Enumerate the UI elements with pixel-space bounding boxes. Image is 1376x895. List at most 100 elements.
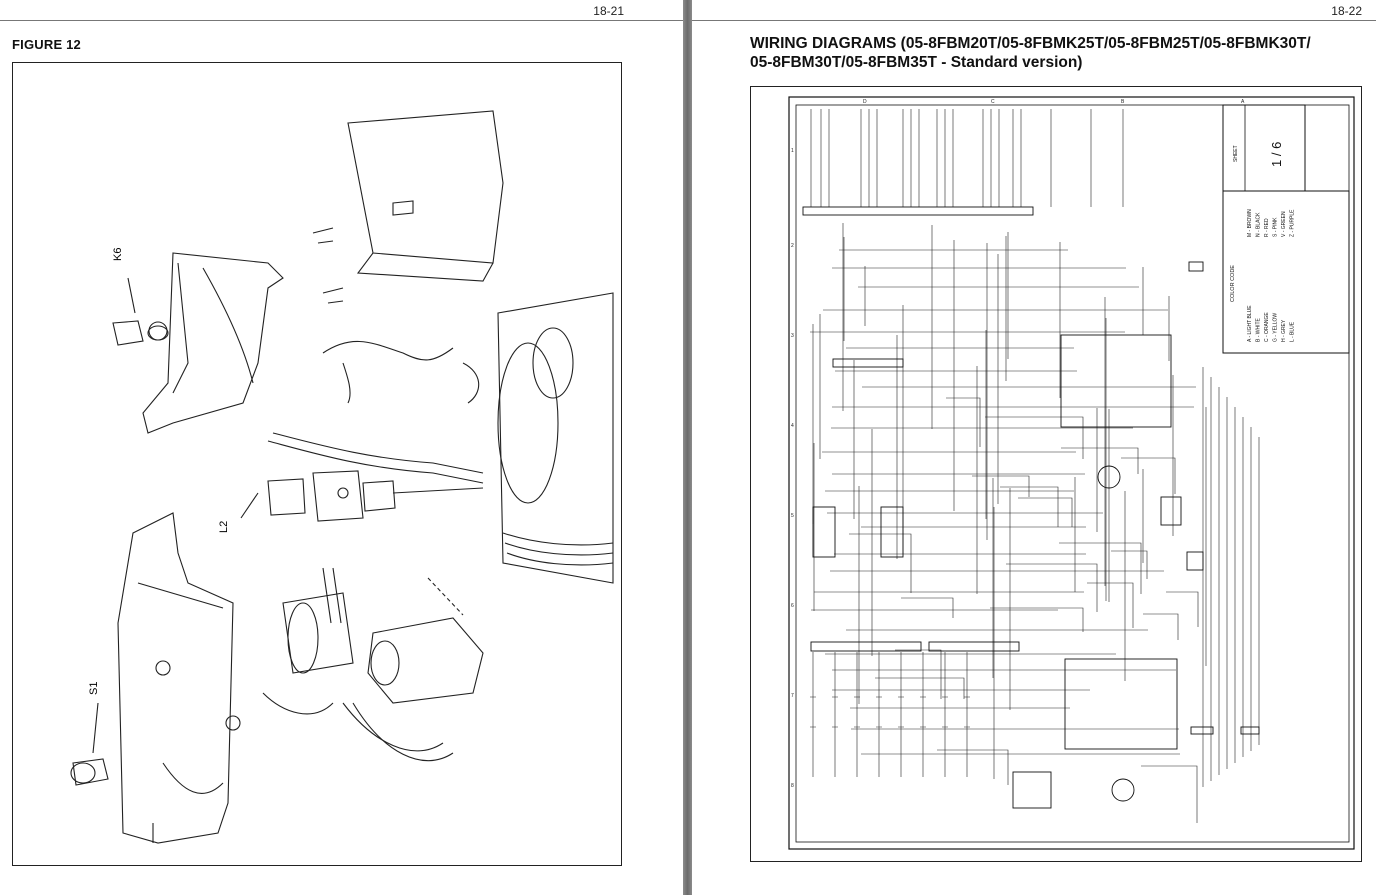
color-code-item: S - PINK (1273, 217, 1279, 237)
wire (849, 533, 912, 593)
right-page: 18-22 WIRING DIAGRAMS (05-8FBM20T/05-8FB… (692, 0, 1376, 895)
page-number-right: 18-22 (1331, 4, 1362, 18)
wire (1121, 457, 1176, 494)
l2-solenoid-valve (267, 478, 306, 516)
color-code-box (1222, 190, 1350, 354)
color-code-item: Z - PURPLE (1290, 209, 1296, 237)
wire (854, 696, 860, 728)
wire (1006, 563, 1098, 612)
page-number-left: 18-21 (593, 4, 624, 18)
wire (901, 597, 954, 618)
color-code-item: C - ORANGE (1264, 312, 1270, 342)
wire (920, 696, 926, 728)
wire (1087, 582, 1134, 628)
connector-right-1 (1188, 261, 1204, 272)
wire (1000, 486, 1059, 527)
connector-mid-center (928, 641, 1020, 652)
figure-frame: K6 L2 S1 (12, 62, 622, 866)
brake-pump (367, 617, 484, 704)
s1-mounting-plate (117, 512, 234, 844)
color-code-title: COLOR CODE (1230, 265, 1236, 302)
exploded-view-drawing: K6 L2 S1 (70, 110, 614, 844)
wire (895, 649, 942, 699)
grid-letter-a: A (1241, 99, 1245, 105)
relay-box (1186, 551, 1204, 571)
color-code-item: B - WHITE (1256, 317, 1262, 342)
color-code-item: G - YELLOW (1273, 313, 1279, 342)
wire (937, 749, 1009, 785)
wire (985, 416, 1084, 459)
traction-motor-symbol (1111, 778, 1135, 802)
connector-top (802, 206, 1034, 216)
wiring-diagram-title: WIRING DIAGRAMS (05-8FBM20T/05-8FBMK25T/… (750, 34, 1370, 72)
grid-letter-c: C (991, 99, 995, 105)
wire (1166, 591, 1199, 627)
sheet-value: 1 / 6 (1269, 142, 1284, 167)
wire (972, 475, 1030, 497)
wire (875, 677, 965, 699)
wiring-diagram-frame: D C B A 1 2 3 4 5 6 7 8 (750, 86, 1362, 862)
connector-right-2 (1190, 726, 1214, 735)
grid-number-2: 2 (791, 243, 794, 249)
grid-number-1: 1 (791, 148, 794, 154)
color-code-item: H - GREY (1281, 319, 1287, 342)
wire (1018, 497, 1073, 527)
traction-controller (1064, 658, 1178, 750)
connector-dashboard (832, 358, 904, 368)
k6-bracket (142, 252, 284, 434)
sheet-label: SHEET (1233, 145, 1239, 162)
wire (1111, 550, 1148, 579)
dc-converter-2 (880, 506, 904, 558)
callout-s1: S1 (88, 682, 100, 695)
color-code-item: A - LIGHT BLUE (1247, 305, 1253, 342)
grid-number-8: 8 (791, 783, 794, 789)
pump-motor (497, 292, 614, 584)
fuse-box (1160, 496, 1182, 526)
color-code-item: L - BLUE (1290, 321, 1296, 342)
wire (1059, 542, 1142, 594)
wire (1143, 613, 1179, 640)
callout-k6: K6 (112, 248, 124, 261)
wire (810, 696, 816, 728)
wire (1141, 765, 1198, 823)
callout-l2: L2 (218, 521, 230, 533)
book-gutter (683, 0, 692, 895)
grid-number-3: 3 (791, 333, 794, 339)
header-rule-right (692, 20, 1376, 21)
s1-switch (72, 758, 109, 786)
wire (964, 696, 970, 728)
grid-number-7: 7 (791, 693, 794, 699)
wiring-diagram: D C B A 1 2 3 4 5 6 7 8 (788, 96, 1355, 850)
color-code-item: M - BROWN (1247, 209, 1253, 237)
wire (942, 696, 948, 728)
color-code-item: N - BLACK (1256, 212, 1262, 237)
wiring-lines (810, 109, 1260, 823)
color-code-item: V - GREEN (1281, 211, 1287, 237)
connector-right-3 (1240, 726, 1260, 735)
grid-number-5: 5 (791, 513, 794, 519)
header-rule-left (0, 20, 683, 21)
pump-motor-symbol (1097, 465, 1121, 489)
connector-mid-left (810, 641, 922, 652)
wire (876, 696, 882, 728)
grid-letter-d: D (863, 99, 867, 105)
wire (832, 696, 838, 728)
title-line-1: WIRING DIAGRAMS (05-8FBM20T/05-8FBMK25T/… (750, 35, 1311, 52)
title-line-2: 05-8FBM30T/05-8FBM35T - Standard version… (750, 54, 1083, 71)
grid-letter-b: B (1121, 99, 1125, 105)
grid-number-4: 4 (791, 423, 794, 429)
upper-bracket (347, 110, 504, 264)
left-page: 18-21 FIGURE 12 (0, 0, 683, 895)
wire (1061, 447, 1139, 474)
k6-switch (112, 320, 144, 346)
figure-title: FIGURE 12 (12, 37, 81, 52)
pump-controller (1060, 334, 1172, 428)
grid-number-6: 6 (791, 603, 794, 609)
dc-converter-1 (812, 506, 836, 558)
wire (990, 607, 1084, 632)
display-unit (1012, 771, 1052, 809)
color-code-item: R - RED (1264, 218, 1270, 237)
wire (946, 397, 981, 447)
wire (898, 696, 904, 728)
